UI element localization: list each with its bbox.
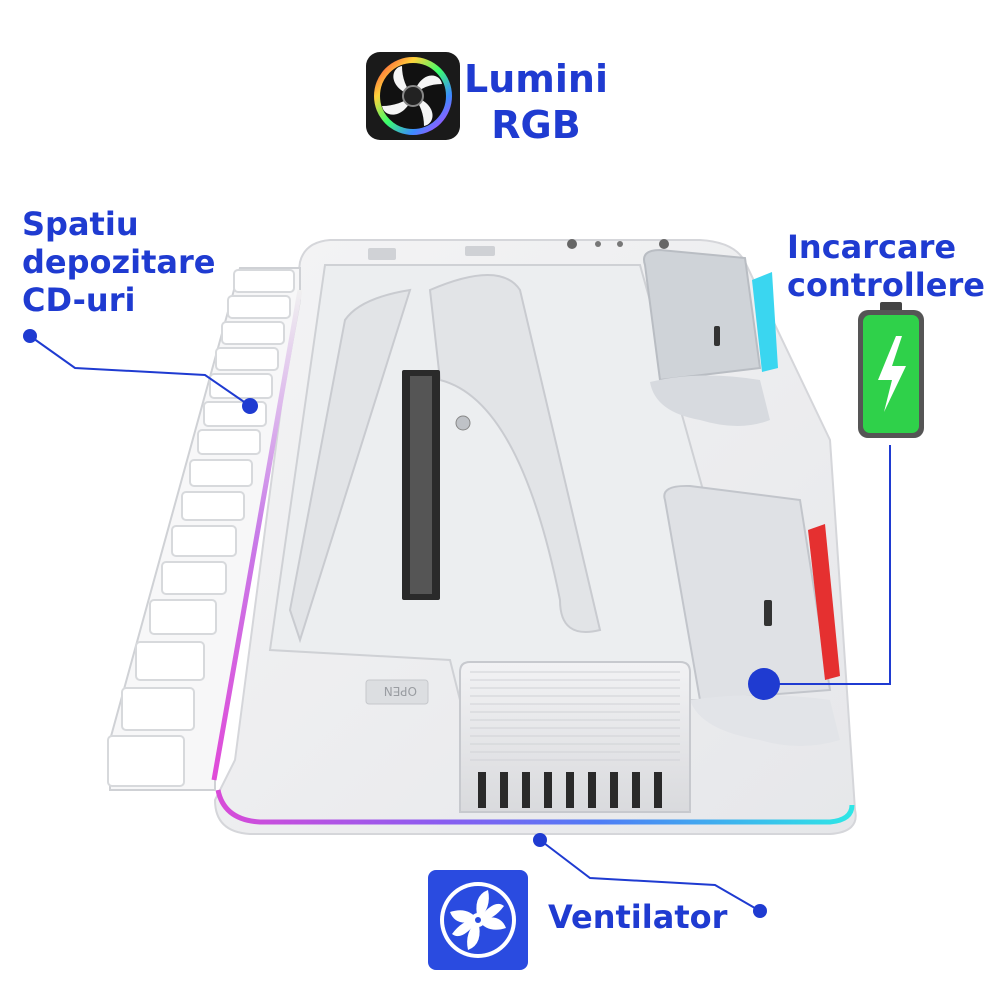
rgb-label-line-1: Lumini bbox=[464, 57, 608, 101]
controller-dock-bottom bbox=[663, 484, 840, 746]
charging-callout bbox=[748, 445, 891, 700]
rgb-fan-icon bbox=[366, 52, 460, 140]
vent-grille bbox=[459, 661, 691, 813]
storage-label-line-1: Spatiu bbox=[22, 205, 139, 243]
charging-label: Incarcare controllere bbox=[787, 228, 985, 304]
controller-dock-top bbox=[643, 248, 778, 426]
storage-label-line-2: depozitare bbox=[22, 243, 216, 281]
rgb-lights-label: Lumini RGB bbox=[464, 56, 608, 148]
fan-callout bbox=[533, 833, 767, 918]
storage-callout bbox=[23, 329, 258, 414]
fan-icon bbox=[428, 870, 528, 970]
rgb-label-line-2: RGB bbox=[491, 103, 581, 147]
storage-label: Spatiu depozitare CD-uri bbox=[22, 205, 215, 319]
charging-label-line-1: Incarcare bbox=[787, 228, 957, 266]
battery-charging-icon bbox=[858, 302, 924, 438]
open-marking: OPEN bbox=[384, 684, 417, 698]
charging-label-line-2: controllere bbox=[787, 266, 985, 304]
fan-label: Ventilator bbox=[548, 898, 728, 936]
storage-label-line-3: CD-uri bbox=[22, 281, 136, 319]
